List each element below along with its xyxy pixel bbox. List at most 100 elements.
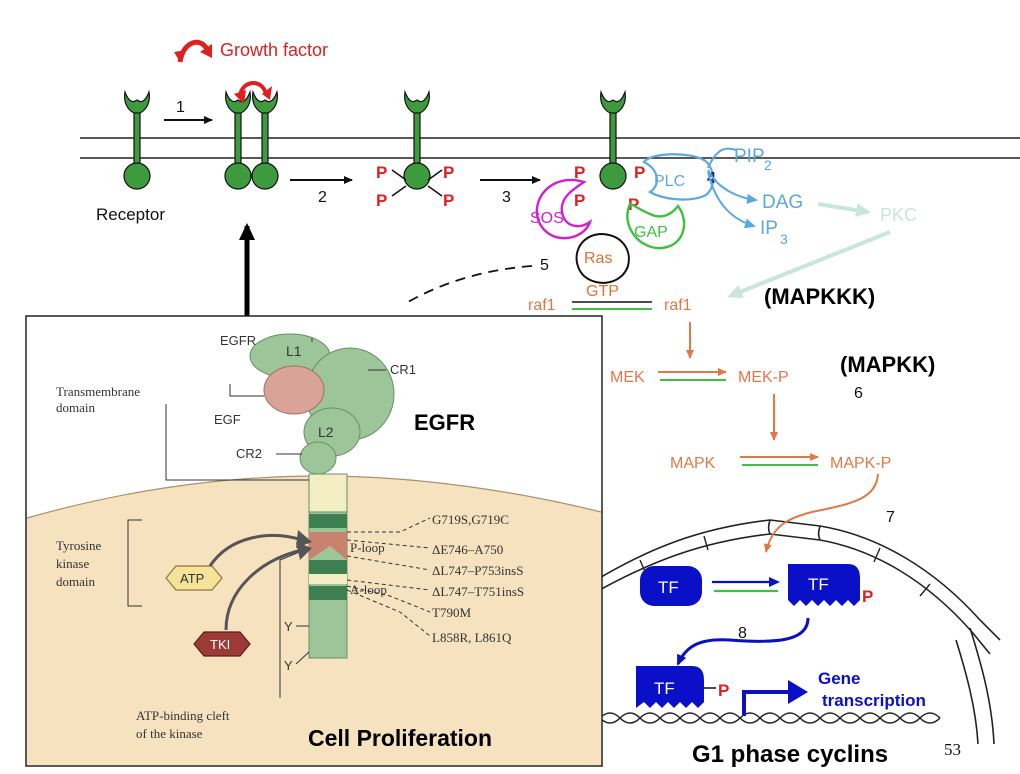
pip-to-ip3-arrow	[707, 171, 756, 229]
l1-label: L1	[286, 343, 302, 359]
mutation-label: L858R, L861Q	[432, 630, 512, 645]
step-7-label: 7	[886, 509, 895, 526]
transcription-label: transcription	[822, 691, 926, 710]
tf-bound-icon	[636, 666, 704, 708]
step-3-label: 3	[502, 189, 511, 206]
transmembrane-segment	[308, 473, 348, 513]
p-loop-label: P-loop	[350, 540, 385, 555]
phosphorylated-receptor-icon	[391, 91, 443, 197]
mek-p-label: MEK-P	[738, 369, 789, 386]
kinase-strand	[309, 586, 347, 600]
step-6-label: 6	[854, 385, 863, 402]
tf-label: TF	[654, 679, 675, 698]
atp-binding-arrow	[208, 534, 303, 567]
gtp-label: GTP	[586, 283, 619, 300]
sos-shape	[535, 178, 593, 240]
kinase-strand	[309, 514, 347, 528]
receptor-dimer-icon	[224, 81, 279, 190]
plc-label: PLC	[654, 173, 685, 190]
mutation-label: ΔL747–T751insS	[432, 584, 524, 599]
atp-cleft-label: of the kinase	[136, 726, 203, 741]
atp-label: ATP	[180, 571, 204, 586]
a-loop-band	[309, 574, 347, 584]
receptor-monomer-icon	[123, 91, 151, 190]
step-4-label: 4	[707, 170, 716, 187]
mapkkk-label: (MAPKKK)	[764, 284, 875, 309]
pkc-to-raf-arrow	[727, 230, 891, 299]
growth-factor-label: Growth factor	[220, 40, 328, 60]
plasma-membrane	[80, 137, 1020, 159]
phospho-label: P	[443, 191, 454, 210]
ras-label: Ras	[584, 250, 612, 267]
l2-label: L2	[318, 424, 334, 440]
tki-hexagon-icon	[193, 631, 251, 657]
tki-binding-arrow	[224, 548, 303, 631]
tyrosine-kinase-label: kinase	[56, 556, 89, 571]
tf-inactive-icon	[640, 566, 702, 606]
g1-cyclins-label: G1 phase cyclins	[692, 741, 888, 768]
mutation-label: G719S,G719C	[432, 512, 509, 527]
step-1-label: 1	[176, 99, 185, 116]
dag-label: DAG	[762, 192, 803, 213]
transmembrane-label: Transmembrane	[56, 384, 140, 399]
tyrosine-residue-label: Y	[284, 658, 293, 673]
tyrosine-kinase-label: Tyrosine	[56, 538, 102, 553]
page-number: 53	[944, 740, 961, 759]
step-5-label: 5	[540, 257, 549, 274]
p-loop-notch	[309, 532, 347, 560]
mapk-to-nucleus-arrow	[763, 473, 879, 553]
mapkk-label: (MAPKK)	[840, 352, 935, 377]
transcription-start-arrow	[742, 690, 790, 716]
phospho-label: P	[574, 163, 585, 182]
step-2-label: 2	[318, 189, 327, 206]
atp-cleft-label: ATP-binding cleft	[136, 708, 230, 723]
pkc-label: PKC	[880, 205, 917, 225]
phospho-label: P	[634, 163, 645, 182]
phospho-label: P	[443, 163, 454, 182]
cr1-label: CR1	[390, 362, 416, 377]
nuclear-envelope	[595, 519, 1001, 745]
pip-to-dag-arrow	[707, 169, 758, 204]
egfr-title: EGFR	[414, 410, 475, 435]
growth-factor-icon	[174, 39, 212, 63]
mapk-label: MAPK	[670, 455, 716, 472]
a-loop-label: A-loop	[350, 582, 387, 597]
mapk-p-label: MAPK-P	[830, 455, 891, 472]
cr2-label: CR2	[236, 446, 262, 461]
atp-hexagon-icon	[165, 565, 223, 591]
phospho-label: P	[574, 191, 585, 210]
ip-label: IP	[760, 218, 778, 239]
tf-to-dna-arrow	[676, 617, 810, 666]
phospho-label: P	[718, 681, 729, 700]
tf-label: TF	[808, 575, 829, 594]
egfr-small-label: EGFR	[220, 333, 256, 348]
pip-label: PIP	[734, 146, 765, 167]
mutation-label: ΔE746–A750	[432, 542, 503, 557]
tyrosine-kinase-label: domain	[56, 574, 95, 589]
ip-subscript: 3	[780, 231, 788, 247]
dna-helix-icon	[599, 712, 941, 724]
step-8-label: 8	[738, 625, 747, 642]
active-receptor-icon	[599, 91, 627, 190]
egf-label: EGF	[214, 412, 241, 427]
sos-label: SOS	[530, 210, 564, 227]
gap-shape	[626, 202, 686, 250]
dag-to-pkc-arrow	[817, 202, 871, 218]
gene-label: Gene	[818, 669, 861, 688]
raf-inactive-label: raf1	[528, 297, 556, 314]
raf-active-label: raf1	[664, 297, 692, 314]
pip-subscript: 2	[764, 157, 772, 173]
mutation-label: ΔL747–P753insS	[432, 563, 523, 578]
receptor-label: Receptor	[96, 205, 165, 224]
egfr-structure-inset	[25, 315, 603, 767]
plc-shape	[642, 153, 715, 201]
mek-label: MEK	[610, 369, 645, 386]
mutation-label: T790M	[432, 605, 471, 620]
tyrosine-residue-label: Y	[284, 619, 293, 634]
egf-ligand-icon	[263, 365, 325, 415]
transmembrane-label: domain	[56, 400, 95, 415]
step-5-dashed-arrow	[407, 265, 533, 303]
kinase-strand	[309, 560, 347, 574]
gap-label: GAP	[634, 224, 668, 241]
